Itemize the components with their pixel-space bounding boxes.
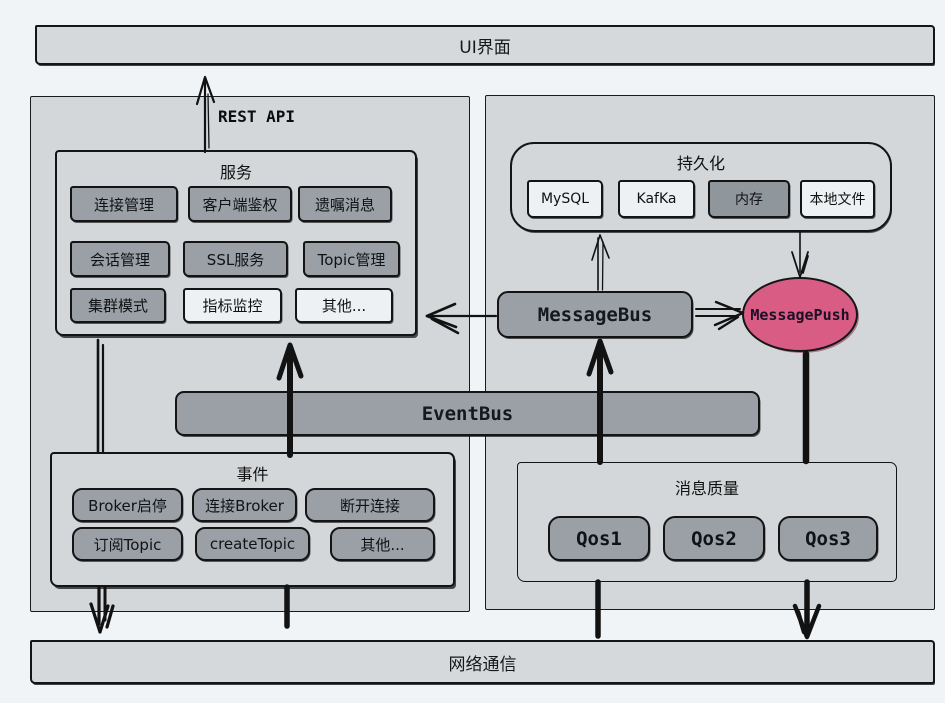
event-node-create-topic: createTopic <box>195 527 310 561</box>
service-node-metrics: 指标监控 <box>183 288 282 323</box>
qos-title: 消息质量 <box>674 479 739 498</box>
persistence-node-local-file: 本地文件 <box>800 180 875 218</box>
service-node-session-mgmt: 会话管理 <box>70 241 170 277</box>
event-node-disconnect: 断开连接 <box>305 488 435 522</box>
message-push-label: MessagePush <box>750 305 850 324</box>
service-label: 会话管理 <box>89 250 150 269</box>
network-layer-label: 网络通信 <box>448 654 517 675</box>
qos-node-3: Qos3 <box>778 516 878 561</box>
event-bus-label: EventBus <box>421 402 514 425</box>
events-title: 事件 <box>236 465 269 484</box>
event-label: 其他... <box>360 535 405 554</box>
message-bus-node: MessageBus <box>497 291 693 338</box>
rest-api-label: REST API <box>218 107 296 126</box>
qos-node-1: Qos1 <box>548 516 650 561</box>
persistence-label: MySQL <box>540 191 590 207</box>
persistence-title: 持久化 <box>676 154 725 173</box>
persistence-node-mysql: MySQL <box>527 180 603 218</box>
ui-layer-label: UI界面 <box>459 37 511 58</box>
qos-node-2: Qos2 <box>663 516 765 561</box>
event-node-subscribe-topic: 订阅Topic <box>72 527 183 561</box>
services-title: 服务 <box>219 163 252 182</box>
service-label: 连接管理 <box>93 195 154 214</box>
event-label: 断开连接 <box>339 496 400 515</box>
service-node-cluster-mode: 集群模式 <box>70 288 166 323</box>
event-node-broker-startstop: Broker启停 <box>72 488 183 522</box>
event-node-other: 其他... <box>330 527 435 561</box>
persistence-node-memory: 内存 <box>708 180 790 218</box>
event-bus-bar: EventBus <box>175 391 760 436</box>
service-node-topic-mgmt: Topic管理 <box>303 241 400 277</box>
service-label: SSL服务 <box>206 250 265 269</box>
message-push-node: MessagePush <box>742 277 858 352</box>
qos-label: Qos1 <box>576 527 622 550</box>
service-label: 客户端鉴权 <box>202 195 278 214</box>
service-node-ssl: SSL服务 <box>183 241 288 277</box>
service-node-client-auth: 客户端鉴权 <box>188 186 292 222</box>
ui-layer-bar: UI界面 <box>35 25 935 65</box>
qos-label: Qos2 <box>691 527 737 550</box>
persistence-label: 内存 <box>735 192 763 208</box>
service-label: 其他... <box>321 297 367 315</box>
service-node-connection-mgmt: 连接管理 <box>70 186 178 222</box>
service-label: 遗嘱消息 <box>314 195 375 214</box>
service-node-will-message: 遗嘱消息 <box>298 186 392 222</box>
persistence-label: KafKa <box>636 191 677 207</box>
message-bus-label: MessageBus <box>537 303 653 326</box>
event-label: createTopic <box>209 535 296 553</box>
service-label: Topic管理 <box>317 250 386 269</box>
persistence-node-kafka: KafKa <box>618 180 695 218</box>
event-label: 连接Broker <box>205 496 284 515</box>
persistence-label: 本地文件 <box>809 192 866 208</box>
network-layer-bar: 网络通信 <box>30 640 935 684</box>
event-label: 订阅Topic <box>93 535 162 554</box>
qos-label: Qos3 <box>805 527 851 550</box>
event-node-connect-broker: 连接Broker <box>192 488 297 522</box>
service-node-other: 其他... <box>295 288 393 323</box>
event-label: Broker启停 <box>88 496 167 515</box>
service-label: 指标监控 <box>202 297 263 315</box>
service-label: 集群模式 <box>87 297 148 315</box>
